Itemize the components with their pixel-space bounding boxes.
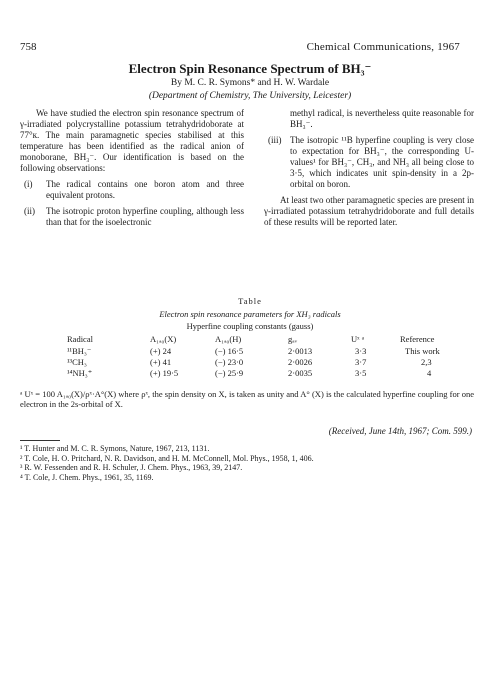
cell-u: 3·3 xyxy=(355,346,367,356)
cell-radical: ¹³CH₃ xyxy=(67,357,87,367)
col-header-reference: Reference xyxy=(400,334,435,344)
observation-2-number: (ii) xyxy=(24,206,35,216)
col-header-a-h: A₁ₐ₀(H) xyxy=(215,334,242,344)
observation-1: (i) The radical contains one boron atom … xyxy=(20,179,244,201)
cell-a-h: (−) 23·0 xyxy=(215,357,244,367)
table-row: ¹⁴NH₃⁺ (+) 19·5 (−) 25·9 2·0035 3·5 4 xyxy=(0,368,500,379)
cell-radical: ¹¹BH₃⁻ xyxy=(67,346,92,356)
observation-3: (iii) The isotropic ¹¹B hyperfine coupli… xyxy=(264,135,474,190)
cell-a-x: (+) 19·5 xyxy=(150,368,179,378)
received-date: (Received, June 14th, 1967; Com. 599.) xyxy=(328,426,472,436)
observation-2-continued: methyl radical, is nevertheless quite re… xyxy=(264,108,474,130)
cell-a-h: (−) 25·9 xyxy=(215,368,244,378)
table-group-header: Hyperfine coupling constants (gauss) xyxy=(186,321,314,331)
observation-3-text: The isotropic ¹¹B hyperfine coupling is … xyxy=(290,135,474,189)
reference-item: ¹ T. Hunter and M. C. R. Symons, Nature,… xyxy=(20,444,210,453)
table-row: ¹³CH₃ (+) 41 (−) 23·0 2·0026 3·7 2,3 xyxy=(0,357,500,368)
observation-2: (ii) The isotropic proton hyperfine coup… xyxy=(20,206,244,228)
col-header-u: Uˣ ᵃ xyxy=(351,334,365,344)
references-list: ¹ T. Hunter and M. C. R. Symons, Nature,… xyxy=(20,444,480,482)
cell-g: 2·0013 xyxy=(288,346,313,356)
observation-2-cont-text: methyl radical, is nevertheless quite re… xyxy=(290,108,474,129)
cell-u: 3·5 xyxy=(355,368,367,378)
reference-item: ³ R. W. Fessenden and R. H. Schuler, J. … xyxy=(20,463,243,472)
closing-paragraph: At least two other paramagnetic species … xyxy=(264,195,474,227)
observation-2-text: The isotropic proton hyperfine coupling,… xyxy=(46,206,244,227)
observation-3-number: (iii) xyxy=(268,135,282,145)
table-subtitle: Electron spin resonance parameters for X… xyxy=(159,309,341,319)
col-header-radical: Radical xyxy=(67,334,93,344)
col-header-a-x: A₁ₐ₀(X) xyxy=(150,334,177,344)
journal-header: Chemical Communications, 1967 xyxy=(306,41,460,53)
table-footnote: ᵃ Uˣ = 100 A₁ₐ₀(X)/ρˣ·A°(X) where ρˣ, th… xyxy=(20,389,474,409)
reference-item: ⁴ T. Cole, J. Chem. Phys., 1961, 35, 116… xyxy=(20,472,154,482)
cell-a-h: (−) 16·5 xyxy=(215,346,244,356)
observation-1-number: (i) xyxy=(24,179,33,189)
cell-reference: 4 xyxy=(427,368,432,378)
table-caption: Table xyxy=(238,296,262,306)
body-column-left: We have studied the electron spin resona… xyxy=(20,108,244,228)
page-number: 758 xyxy=(20,41,37,53)
cell-reference: This work xyxy=(405,346,440,356)
article-affiliation: (Department of Chemistry, The University… xyxy=(148,91,352,101)
observation-1-text: The radical contains one boron atom and … xyxy=(46,179,244,200)
reference-item: ² T. Cole, H. O. Pritchard, N. R. Davids… xyxy=(20,453,314,463)
intro-paragraph: We have studied the electron spin resona… xyxy=(20,108,244,173)
references-divider xyxy=(20,440,60,441)
table-row: ¹¹BH₃⁻ (+) 24 (−) 16·5 2·0013 3·3 This w… xyxy=(0,346,500,357)
cell-u: 3·7 xyxy=(355,357,367,367)
article-authors: By M. C. R. Symons* and H. W. Wardale xyxy=(170,78,330,88)
cell-g: 2·0026 xyxy=(288,357,313,367)
col-header-g: gₐᵥ xyxy=(288,334,298,344)
body-column-right: methyl radical, is nevertheless quite re… xyxy=(264,108,474,228)
cell-radical: ¹⁴NH₃⁺ xyxy=(67,368,93,378)
cell-a-x: (+) 24 xyxy=(150,346,172,356)
table-header-row: Radical A₁ₐ₀(X) A₁ₐ₀(H) gₐᵥ Uˣ ᵃ Referen… xyxy=(0,334,500,345)
cell-g: 2·0035 xyxy=(288,368,313,378)
cell-a-x: (+) 41 xyxy=(150,357,172,367)
cell-reference: 2,3 xyxy=(421,357,432,367)
article-title: Electron Spin Resonance Spectrum of BH₃⁻ xyxy=(128,61,372,76)
